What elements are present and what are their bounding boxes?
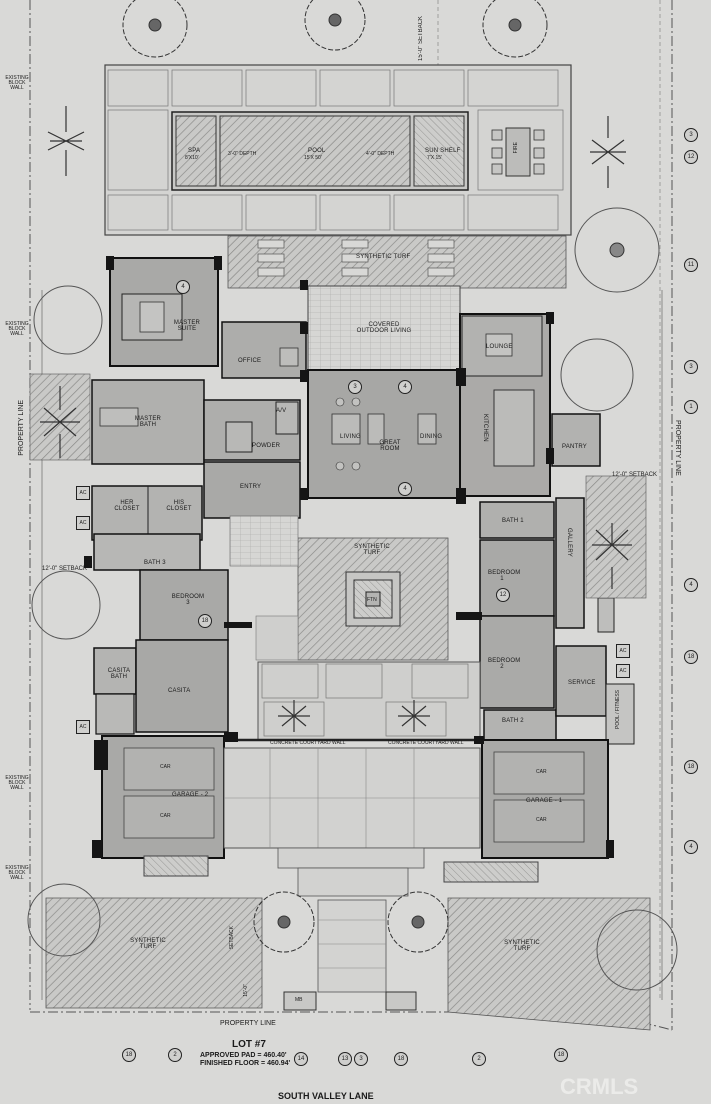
keynote-marker: 11	[684, 258, 698, 272]
setback-right-label: 12'-0" SETBACK	[612, 472, 657, 478]
ac-unit-3: AC	[616, 644, 630, 658]
property-line-bottom: PROPERTY LINE	[220, 1020, 276, 1027]
keynote-marker: 3	[684, 128, 698, 142]
turf-front-left-label: SYNTHETIC TURF	[130, 938, 166, 950]
bedroom2-label: BEDROOM 2	[488, 658, 521, 670]
great-room-label: GREAT ROOM	[379, 440, 401, 452]
depth-right-label: 4'-0" DEPTH	[366, 151, 395, 157]
block-wall-label-4: EXISTING BLOCK WALL	[5, 865, 29, 881]
keynote-marker: 2	[168, 1048, 182, 1062]
turf-courtyard-label: SYNTHETIC TURF	[354, 544, 390, 556]
kitchen-label: KITCHEN	[482, 414, 488, 442]
spa-size-label: 8'X10'	[185, 155, 199, 161]
lounge-label: LOUNGE	[486, 344, 513, 350]
sun-shelf-size-label: 7'X 15'	[427, 155, 442, 161]
keynote-marker: 4	[684, 578, 698, 592]
covered-outdoor-label: COVERED OUTDOOR LIVING	[356, 322, 412, 334]
car-label-g1a: CAR	[536, 769, 547, 775]
property-line-left: PROPERTY LINE	[18, 400, 25, 456]
casita-label: CASITA	[168, 688, 191, 694]
bath2-label: BATH 2	[502, 718, 524, 724]
pool-size-label: 15'X 50'	[304, 155, 322, 161]
service-label: SERVICE	[568, 680, 596, 686]
ac-unit-1: AC	[76, 486, 90, 500]
master-bath-label: MASTER BATH	[134, 416, 162, 428]
watermark-logo: CRMLS	[560, 1074, 639, 1099]
fountain-label: FTN	[367, 597, 377, 603]
keynote-marker: 1	[684, 400, 698, 414]
courtyard-wall-left-label: CONCRETE COURTYARD WALL	[270, 740, 346, 746]
keynote-marker: 18	[198, 614, 212, 628]
garage2-label: GARAGE - 2	[172, 792, 209, 798]
keynote-marker: 14	[294, 1052, 308, 1066]
keynote-marker: 18	[554, 1048, 568, 1062]
garage1-label: GARAGE - 1	[526, 798, 563, 804]
office-label: OFFICE	[238, 358, 262, 364]
car-label-g2a: CAR	[160, 764, 171, 770]
casita-bath-label: CASITA BATH	[107, 668, 131, 680]
block-wall-label-1: EXISTING BLOCK WALL	[5, 75, 29, 91]
his-closet-label: HIS CLOSET	[166, 500, 192, 512]
bedroom3-label: BEDROOM 3	[171, 594, 205, 606]
car-label-g2b: CAR	[160, 813, 171, 819]
keynote-marker: 12	[496, 588, 510, 602]
keynote-marker: 18	[394, 1052, 408, 1066]
keynote-marker: 3	[354, 1052, 368, 1066]
setback-left-label: 12'-0" SETBACK	[42, 566, 87, 572]
depth-left-label: 3'-0" DEPTH	[228, 151, 257, 157]
courtyard-wall-right-label: CONCRETE COURTYARD WALL	[388, 740, 464, 746]
keynote-marker: 18	[684, 760, 698, 774]
approved-pad-label: APPROVED PAD = 460.40'	[200, 1052, 287, 1059]
bath3-label: BATH 3	[144, 560, 166, 566]
car-label-g1b: CAR	[536, 817, 547, 823]
setback-bottom-dim: 15'-0"	[243, 984, 249, 997]
keynote-marker: 3	[348, 380, 362, 394]
sun-shelf-label: SUN SHELF	[425, 148, 461, 154]
keynote-marker: 3	[684, 360, 698, 374]
keynote-marker: 4	[684, 840, 698, 854]
block-wall-label-3: EXISTING BLOCK WALL	[5, 775, 29, 791]
keynote-marker: 18	[122, 1048, 136, 1062]
lot-title: LOT #7	[232, 1039, 266, 1050]
entry-label: ENTRY	[240, 484, 262, 490]
living-label: LIVING	[340, 434, 361, 440]
turf-back-label: SYNTHETIC TURF	[356, 254, 411, 260]
finished-floor-label: FINISHED FLOOR = 460.94'	[200, 1060, 291, 1067]
keynote-marker: 12	[684, 150, 698, 164]
pool-label: POOL	[308, 148, 326, 154]
pantry-label: PANTRY	[562, 444, 587, 450]
master-suite-label: MASTER SUITE	[173, 320, 201, 332]
av-label: A/V	[276, 408, 287, 414]
block-wall-label-2: EXISTING BLOCK WALL	[5, 321, 29, 337]
powder-label: POWDER	[252, 443, 281, 449]
pool-fitness-label: POOL / FITNESS	[615, 690, 621, 729]
bath1-label: BATH 1	[502, 518, 524, 524]
keynote-marker: 4	[176, 280, 190, 294]
keynote-marker: 4	[398, 380, 412, 394]
setback-bottom-label: SETBACK	[229, 926, 235, 950]
keynote-marker: 18	[684, 650, 698, 664]
gallery-label: GALLERY	[566, 528, 572, 557]
mailbox-label: MB	[295, 997, 303, 1003]
keynote-marker: 4	[398, 482, 412, 496]
spa-label: SPA	[188, 148, 201, 154]
ac-unit-4: AC	[616, 664, 630, 678]
fire-table-label: FIRE	[513, 142, 519, 154]
bedroom1-label: BEDROOM 1	[488, 570, 521, 582]
ac-unit-2: AC	[76, 516, 90, 530]
ac-unit-5: AC	[76, 720, 90, 734]
dining-label: DINING	[420, 434, 443, 440]
street-name-label: SOUTH VALLEY LANE	[278, 1091, 374, 1101]
property-line-right: PROPERTY LINE	[674, 420, 681, 476]
keynote-marker: 2	[472, 1052, 486, 1066]
turf-front-right-label: SYNTHETIC TURF	[504, 940, 540, 952]
her-closet-label: HER CLOSET	[114, 500, 140, 512]
setback-top-label: 15'-0" SETBACK	[418, 16, 424, 61]
keynote-marker: 13	[338, 1052, 352, 1066]
